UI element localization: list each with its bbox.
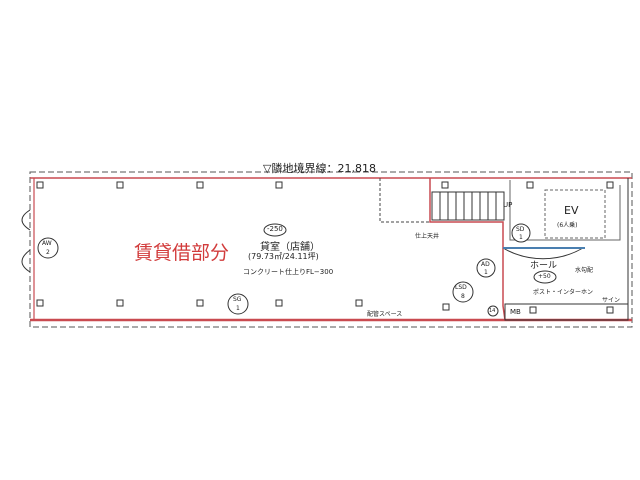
room-finish: コンクリート仕上りFL−300: [243, 268, 334, 276]
hall-level: +50: [538, 273, 551, 280]
ev-capacity: (6人乗): [557, 222, 578, 229]
door-tags: [37, 223, 557, 317]
room-name: 貸室（店舗）: [260, 242, 320, 253]
door-tag-lsd-code: LSD: [455, 284, 467, 291]
door-tag-ad-num: 1: [484, 269, 488, 276]
boundary-label: ▽隣地境界線：21,818: [263, 162, 376, 175]
door-tag-aw-code: AW: [42, 240, 52, 247]
rental-label: 賃貸借部分: [134, 242, 230, 264]
room-area: (79.73㎡/24.11坪): [248, 252, 319, 261]
columns: [36, 181, 614, 314]
post-label: ポスト・インターホン: [533, 289, 594, 296]
door-tag-sg-code: SG: [233, 296, 242, 303]
door-tag-sd-code: SD: [516, 226, 525, 233]
mb-label: MB: [510, 308, 521, 316]
door-tag-sd-num: 1: [519, 234, 523, 241]
ev-label: EV: [564, 204, 579, 217]
ceiling-label: 仕上天井: [415, 233, 440, 240]
site-boundary: [29, 171, 633, 328]
stairs-label: UP: [503, 201, 513, 209]
stairs: [431, 191, 505, 221]
mb-box: [504, 303, 629, 321]
door-tag-sg-num: 1: [236, 305, 240, 312]
drainage-label: 水勾配: [575, 267, 594, 274]
marker-label: 14: [489, 308, 496, 314]
hall-label: ホール: [530, 261, 558, 271]
rental-partition: [429, 178, 506, 321]
piping-label: 配管スペース: [367, 311, 403, 318]
door-tag-ad-code: AD: [481, 261, 490, 268]
sign-label: サイン: [602, 297, 621, 304]
elevator-shaft: [509, 180, 621, 241]
entrance-doors: [21, 209, 31, 273]
door-tag-aw-num: 2: [46, 249, 50, 256]
door-swing: [502, 247, 584, 260]
door-tag-lsd-num: 8: [461, 293, 465, 300]
ceiling-outline: [379, 178, 430, 223]
room-level: -250: [267, 225, 283, 233]
